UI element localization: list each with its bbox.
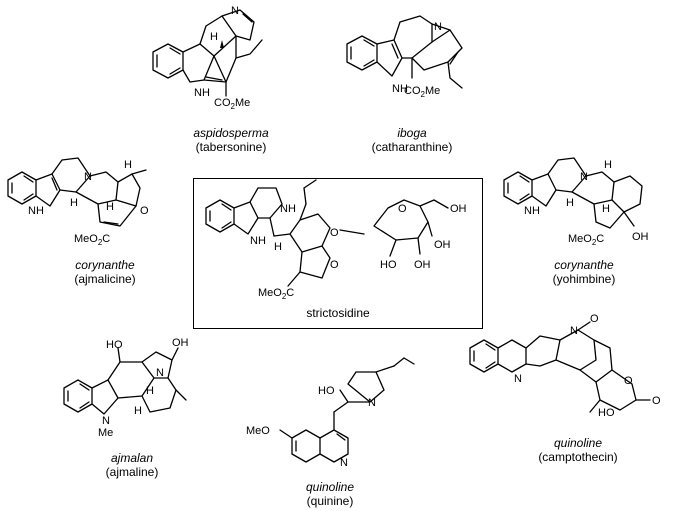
yohimbine-h-top-label: H — [604, 159, 612, 171]
ajmalicine-h-top-label: H — [124, 159, 132, 171]
tabersonine-ester-label: CO2Me — [214, 97, 250, 111]
ajmaline-structure — [63, 347, 187, 415]
ajmaline-class: ajmalan — [110, 451, 154, 465]
ajmaline-oh-label: OH — [172, 337, 189, 349]
strictosidine-nh-label: NH — [250, 235, 266, 247]
ajmaline-caption: ajmalan (ajmaline) — [106, 451, 159, 479]
strictosidine-oh1-label: OH — [450, 203, 467, 215]
strictosidine-structure — [205, 179, 449, 287]
camptothecin-o-ring-label: O — [624, 375, 633, 387]
strictosidine-oh3-label: OH — [414, 259, 431, 271]
camptothecin-n-label: N — [570, 325, 578, 337]
yohimbine-name: (yohimbine) — [552, 272, 616, 286]
ajmalicine-name: (ajmalicine) — [74, 272, 136, 286]
strictosidine-o-sugar-label: O — [398, 203, 407, 215]
catharanthine-ester-label: CO2Me — [404, 85, 440, 99]
camptothecin-caption: quinoline (camptothecin) — [538, 436, 617, 464]
ajmaline-me-label: Me — [98, 427, 113, 439]
tabersonine-n-label: N — [231, 5, 239, 17]
yohimbine-h-left-label: H — [566, 197, 574, 209]
quinine-n-bicyclic-label: N — [368, 397, 376, 409]
catharanthine-n-label: N — [434, 21, 442, 33]
camptothecin-name: (camptothecin) — [538, 450, 618, 464]
tabersonine-class: aspidosperma — [193, 126, 269, 140]
quinine-structure — [279, 357, 415, 463]
camptothecin-o-carbonyl-label: O — [652, 395, 661, 407]
strictosidine-caption: strictosidine — [306, 306, 369, 320]
catharanthine-nh-label: NH — [392, 83, 408, 95]
quinine-n-ring-label: N — [340, 457, 348, 469]
catharanthine-class: iboga — [397, 126, 427, 140]
catharanthine-caption: iboga (catharanthine) — [372, 126, 453, 154]
ajmalicine-nh-label: NH — [28, 205, 44, 217]
ajmalicine-n-label: N — [84, 171, 92, 183]
quinine-meo-label: MeO — [246, 425, 270, 437]
yohimbine-caption: corynanthe (yohimbine) — [553, 258, 616, 286]
ajmaline-name: (ajmaline) — [105, 465, 159, 479]
ajmaline-h1-label: H — [134, 405, 142, 417]
ajmaline-n-upper-label: N — [156, 367, 164, 379]
strictosidine-h-label: H — [274, 241, 282, 253]
ajmaline-h2-label: H — [146, 385, 154, 397]
strictosidine-name: strictosidine — [306, 306, 370, 320]
ajmaline-n-lower-label: N — [102, 415, 110, 427]
yohimbine-structure — [503, 157, 643, 229]
camptothecin-n-quinoline-label: N — [514, 373, 522, 385]
yohimbine-h-mid-label: H — [602, 203, 610, 215]
ajmalicine-class: corynanthe — [75, 258, 135, 272]
strictosidine-oh2-label: OH — [434, 239, 451, 251]
catharanthine-structure — [346, 15, 463, 89]
tabersonine-name: (tabersonine) — [195, 140, 267, 154]
tabersonine-h-label: H — [210, 31, 218, 43]
yohimbine-nh-label: NH — [524, 205, 540, 217]
strictosidine-o-ring-label: O — [330, 259, 339, 271]
ajmalicine-structure — [7, 157, 147, 227]
yohimbine-oh-label: OH — [632, 231, 649, 243]
camptothecin-structure — [469, 321, 651, 413]
ajmaline-ho-label: HO — [106, 339, 123, 351]
yohimbine-n-label: N — [580, 171, 588, 183]
yohimbine-ester-label: MeO2C — [568, 233, 604, 247]
camptothecin-class: quinoline — [553, 436, 603, 450]
ajmalicine-caption: corynanthe (ajmalicine) — [74, 258, 135, 286]
ajmalicine-h-mid-label: H — [106, 201, 114, 213]
quinine-caption: quinoline (quinine) — [306, 480, 354, 508]
tabersonine-caption: aspidosperma (tabersonine) — [193, 126, 268, 154]
strictosidine-ester-label: MeO2C — [258, 287, 294, 301]
ajmalicine-ester-label: MeO2C — [74, 233, 110, 247]
quinine-ho-label: HO — [318, 385, 335, 397]
catharanthine-name: (catharanthine) — [371, 140, 453, 154]
ajmalicine-o-label: O — [140, 205, 149, 217]
strictosidine-box — [193, 178, 483, 329]
ajmalicine-h-left-label: H — [70, 197, 78, 209]
strictosidine-ho-label: HO — [380, 259, 397, 271]
tabersonine-structure — [152, 9, 263, 97]
yohimbine-class: corynanthe — [554, 258, 614, 272]
tabersonine-nh-label: NH — [194, 87, 210, 99]
camptothecin-ho-label: HO — [598, 407, 615, 419]
quinine-name: (quinine) — [306, 494, 354, 508]
strictosidine-o-link-label: O — [330, 227, 339, 239]
camptothecin-o-top-label: O — [590, 313, 599, 325]
quinine-class: quinoline — [305, 480, 355, 494]
strictosidine-nh2-label: NH — [280, 203, 296, 215]
